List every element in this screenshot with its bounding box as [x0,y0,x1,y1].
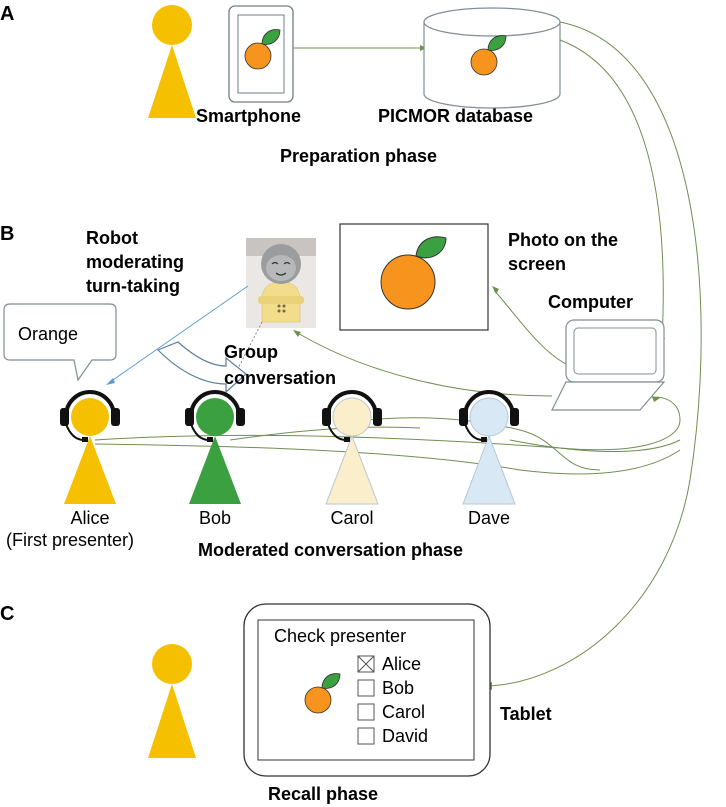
computer-label: Computer [548,292,633,312]
checklist-label: Carol [382,702,425,722]
section-c-label: C [0,603,14,625]
headset-icon [459,390,519,442]
person-body [189,436,241,504]
checkbox[interactable] [357,703,375,721]
person-head [469,397,509,437]
connector-robot-alice [109,285,249,383]
person-body [64,436,116,504]
participant-bob: Bob [185,390,245,528]
connector-computer-screen [493,289,567,365]
robot-label-line1: Robot [86,228,138,248]
person-body [462,434,516,505]
database-label: PICMOR database [378,106,533,126]
preparation-phase-label: Preparation phase [280,146,437,166]
person-head [71,398,109,436]
participant-dave: Dave [459,390,519,528]
tablet-label: Tablet [500,704,552,724]
tablet-title: Check presenter [274,626,406,646]
robot-label-line3: turn-taking [86,276,180,296]
checklist-item-carol[interactable]: Carol [357,702,425,722]
checklist-label: Bob [382,678,414,698]
speech-bubble-text: Orange [18,324,78,344]
participant-name: Carol [330,508,373,528]
participants-group: Alice Bob Carol Dave [60,390,519,528]
checkmark-icon [357,655,375,673]
speech-bubble [3,303,117,382]
checklist-label: Alice [382,654,421,674]
first-presenter-note: (First presenter) [6,530,134,550]
checkbox[interactable] [357,679,375,697]
checklist-item-bob[interactable]: Bob [357,678,414,698]
photo-label-line1: Photo on the [508,230,618,250]
moderated-phase-label: Moderated conversation phase [198,540,463,560]
person-head [196,398,234,436]
orange-icon-screen [380,236,447,310]
orange-icon-tablet [304,673,341,714]
group-label-line1: Group [224,342,278,362]
recall-phase-label: Recall phase [268,784,378,804]
group-label-line2: conversation [224,368,336,388]
smartphone-label: Smartphone [196,106,301,126]
orange-icon-smartphone [244,29,281,70]
photo-label-line2: screen [508,254,566,274]
participant-name: Alice [70,508,109,528]
person-body [325,434,379,505]
participant-carol: Carol [322,390,382,528]
person-icon-recall [148,644,196,758]
checklist-label: David [382,726,428,746]
person-icon-preparation [148,5,196,118]
connector-robot-bob [231,321,263,381]
connector-database-computer [559,39,664,341]
orange-icon-database [470,35,507,76]
checklist-item-alice[interactable]: Alice [357,654,421,674]
participant-name: Dave [468,508,510,528]
robot-image [246,238,316,328]
person-head [332,397,372,437]
headset-icon [322,390,382,442]
database-icon [423,7,561,109]
participant-name: Bob [199,508,231,528]
connector-database-tablet [489,21,702,687]
headset-icon [185,390,245,442]
section-b-label: B [0,223,14,245]
smartphone-icon [228,5,294,103]
section-a-label: A [0,3,14,25]
participant-alice: Alice [60,390,120,528]
checklist-item-david[interactable]: David [357,726,428,746]
robot-label-line2: moderating [86,252,184,272]
turn-taking-arrow-icon [156,341,247,394]
checkbox[interactable] [357,727,375,745]
headset-icon [60,390,120,442]
connector-computer-robot [295,331,553,397]
laptop-icon [551,319,666,411]
